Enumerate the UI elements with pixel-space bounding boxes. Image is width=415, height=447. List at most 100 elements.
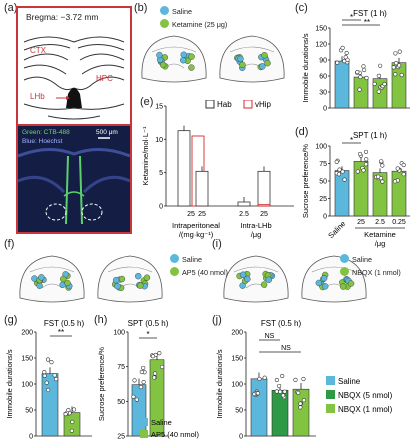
legend-ap5-text: AP5 (40 nmol) xyxy=(151,430,199,439)
data-point xyxy=(364,75,369,81)
bar xyxy=(391,170,407,217)
bar xyxy=(131,384,147,437)
data-point xyxy=(401,172,406,177)
x-tick-label: 25 xyxy=(260,211,268,218)
data-point xyxy=(298,405,303,410)
brain-contour-line xyxy=(233,266,279,273)
y-tick-label: 0 xyxy=(159,204,163,211)
data-point xyxy=(392,179,398,184)
data-point xyxy=(379,159,384,164)
bar xyxy=(41,373,59,437)
data-point xyxy=(296,390,301,396)
x-tick-label: 25 xyxy=(198,211,206,218)
micrograph-image xyxy=(18,126,130,232)
ketamine-dot-icon xyxy=(160,19,169,28)
y-axis-label: Immobile durations/s xyxy=(301,33,310,102)
y-tick-label: 90 xyxy=(319,58,327,65)
bar-vhip xyxy=(257,204,271,207)
data-point xyxy=(280,393,286,398)
panel-f-legend: Saline AP5 (40 nmol) xyxy=(170,254,228,277)
y-tick-label: 100 xyxy=(113,330,125,337)
legend-text: NBQX (1 nmol) xyxy=(338,405,393,414)
y-tick-label: 75 xyxy=(319,161,327,168)
data-point xyxy=(382,82,387,87)
panel-h-label: (h) xyxy=(94,314,108,326)
data-point xyxy=(397,49,402,54)
bar xyxy=(250,378,268,437)
brain-section-outline xyxy=(97,255,163,303)
legend-ketamine-text: Ketamine (25 μg) xyxy=(172,20,228,29)
chart-title: SPT (0.5 h) xyxy=(128,319,169,328)
data-point xyxy=(159,364,165,370)
brain-contour-line xyxy=(151,46,197,53)
chart-c: FST (1 h)Immobile durations/s03060901201… xyxy=(301,9,410,113)
data-point xyxy=(298,401,303,406)
legend-ap5-item: AP5 (40 nmol) xyxy=(170,267,228,277)
placement-dot xyxy=(36,282,43,289)
panel-i-legend: Saline NBQX (1 nmol) xyxy=(340,254,401,277)
data-point xyxy=(141,380,146,385)
sig-mark: * xyxy=(350,136,353,145)
data-point xyxy=(44,380,49,385)
chart-title: FST (0.5 h) xyxy=(261,319,302,328)
y-tick-label: 0 xyxy=(29,434,33,441)
data-point xyxy=(376,174,381,179)
panel-j-label: (j) xyxy=(212,314,222,326)
brain-contour-line xyxy=(107,266,153,273)
placement-dot xyxy=(112,276,120,284)
data-point xyxy=(152,371,158,376)
data-point xyxy=(394,60,399,66)
data-point xyxy=(355,70,360,75)
placement-dot xyxy=(259,63,266,70)
placement-dot xyxy=(188,53,195,60)
data-point xyxy=(69,428,74,433)
sig-mark: ** xyxy=(58,328,64,337)
x-tick-label: Saline xyxy=(326,219,347,240)
y-tick-label: 100 xyxy=(231,382,243,389)
y-axis-label: Immobile durations/s xyxy=(5,349,14,418)
placement-dot xyxy=(320,275,328,282)
data-point xyxy=(363,149,369,155)
y-tick-label: 30 xyxy=(319,90,327,97)
y-tick-label: 25 xyxy=(319,196,327,203)
panel-e-label: (e) xyxy=(140,96,154,108)
group-label: Ketamine xyxy=(364,230,396,239)
data-point xyxy=(337,167,342,172)
x-tick-label: 2.5 xyxy=(375,219,385,226)
nbqx-dot-icon xyxy=(340,267,349,276)
data-point xyxy=(393,72,398,77)
brain-contour-line xyxy=(311,266,357,273)
data-point xyxy=(42,370,47,375)
x-tick-label: 0.25 xyxy=(392,219,406,226)
legend-vhip-swatch xyxy=(243,100,253,109)
brain-section-outline xyxy=(141,35,207,83)
placement-dot xyxy=(265,276,272,284)
data-point xyxy=(357,87,362,92)
lhb-placement-diagram-i xyxy=(223,255,367,303)
lhb-placement-diagram-b xyxy=(141,35,285,83)
data-point xyxy=(139,369,144,375)
data-point xyxy=(132,378,137,383)
atlas-box: Bregma: −3.72 mm CTX HPC LHb xyxy=(16,6,132,126)
data-point xyxy=(280,373,285,379)
panel-a-label: (a) xyxy=(4,2,18,14)
data-point xyxy=(357,151,363,157)
placement-dot xyxy=(180,57,187,64)
legend-hab-text: Hab xyxy=(217,100,232,109)
bar xyxy=(63,412,81,437)
chart-title: FST (1 h) xyxy=(353,9,387,18)
legend-swatch xyxy=(326,404,335,413)
data-point xyxy=(134,397,139,402)
data-point xyxy=(355,169,360,174)
data-point xyxy=(364,157,369,162)
data-point xyxy=(150,354,156,359)
placement-dot xyxy=(137,282,144,289)
panel-f-label: (f) xyxy=(4,238,15,250)
placement-dot xyxy=(244,275,251,283)
data-point xyxy=(362,67,367,73)
legend-saline-item: Saline xyxy=(170,254,228,264)
data-point xyxy=(380,179,385,184)
legend-nbqx-item: NBQX (1 nmol) xyxy=(340,267,401,277)
y-tick-label: 50 xyxy=(117,399,125,406)
data-point xyxy=(340,169,345,174)
